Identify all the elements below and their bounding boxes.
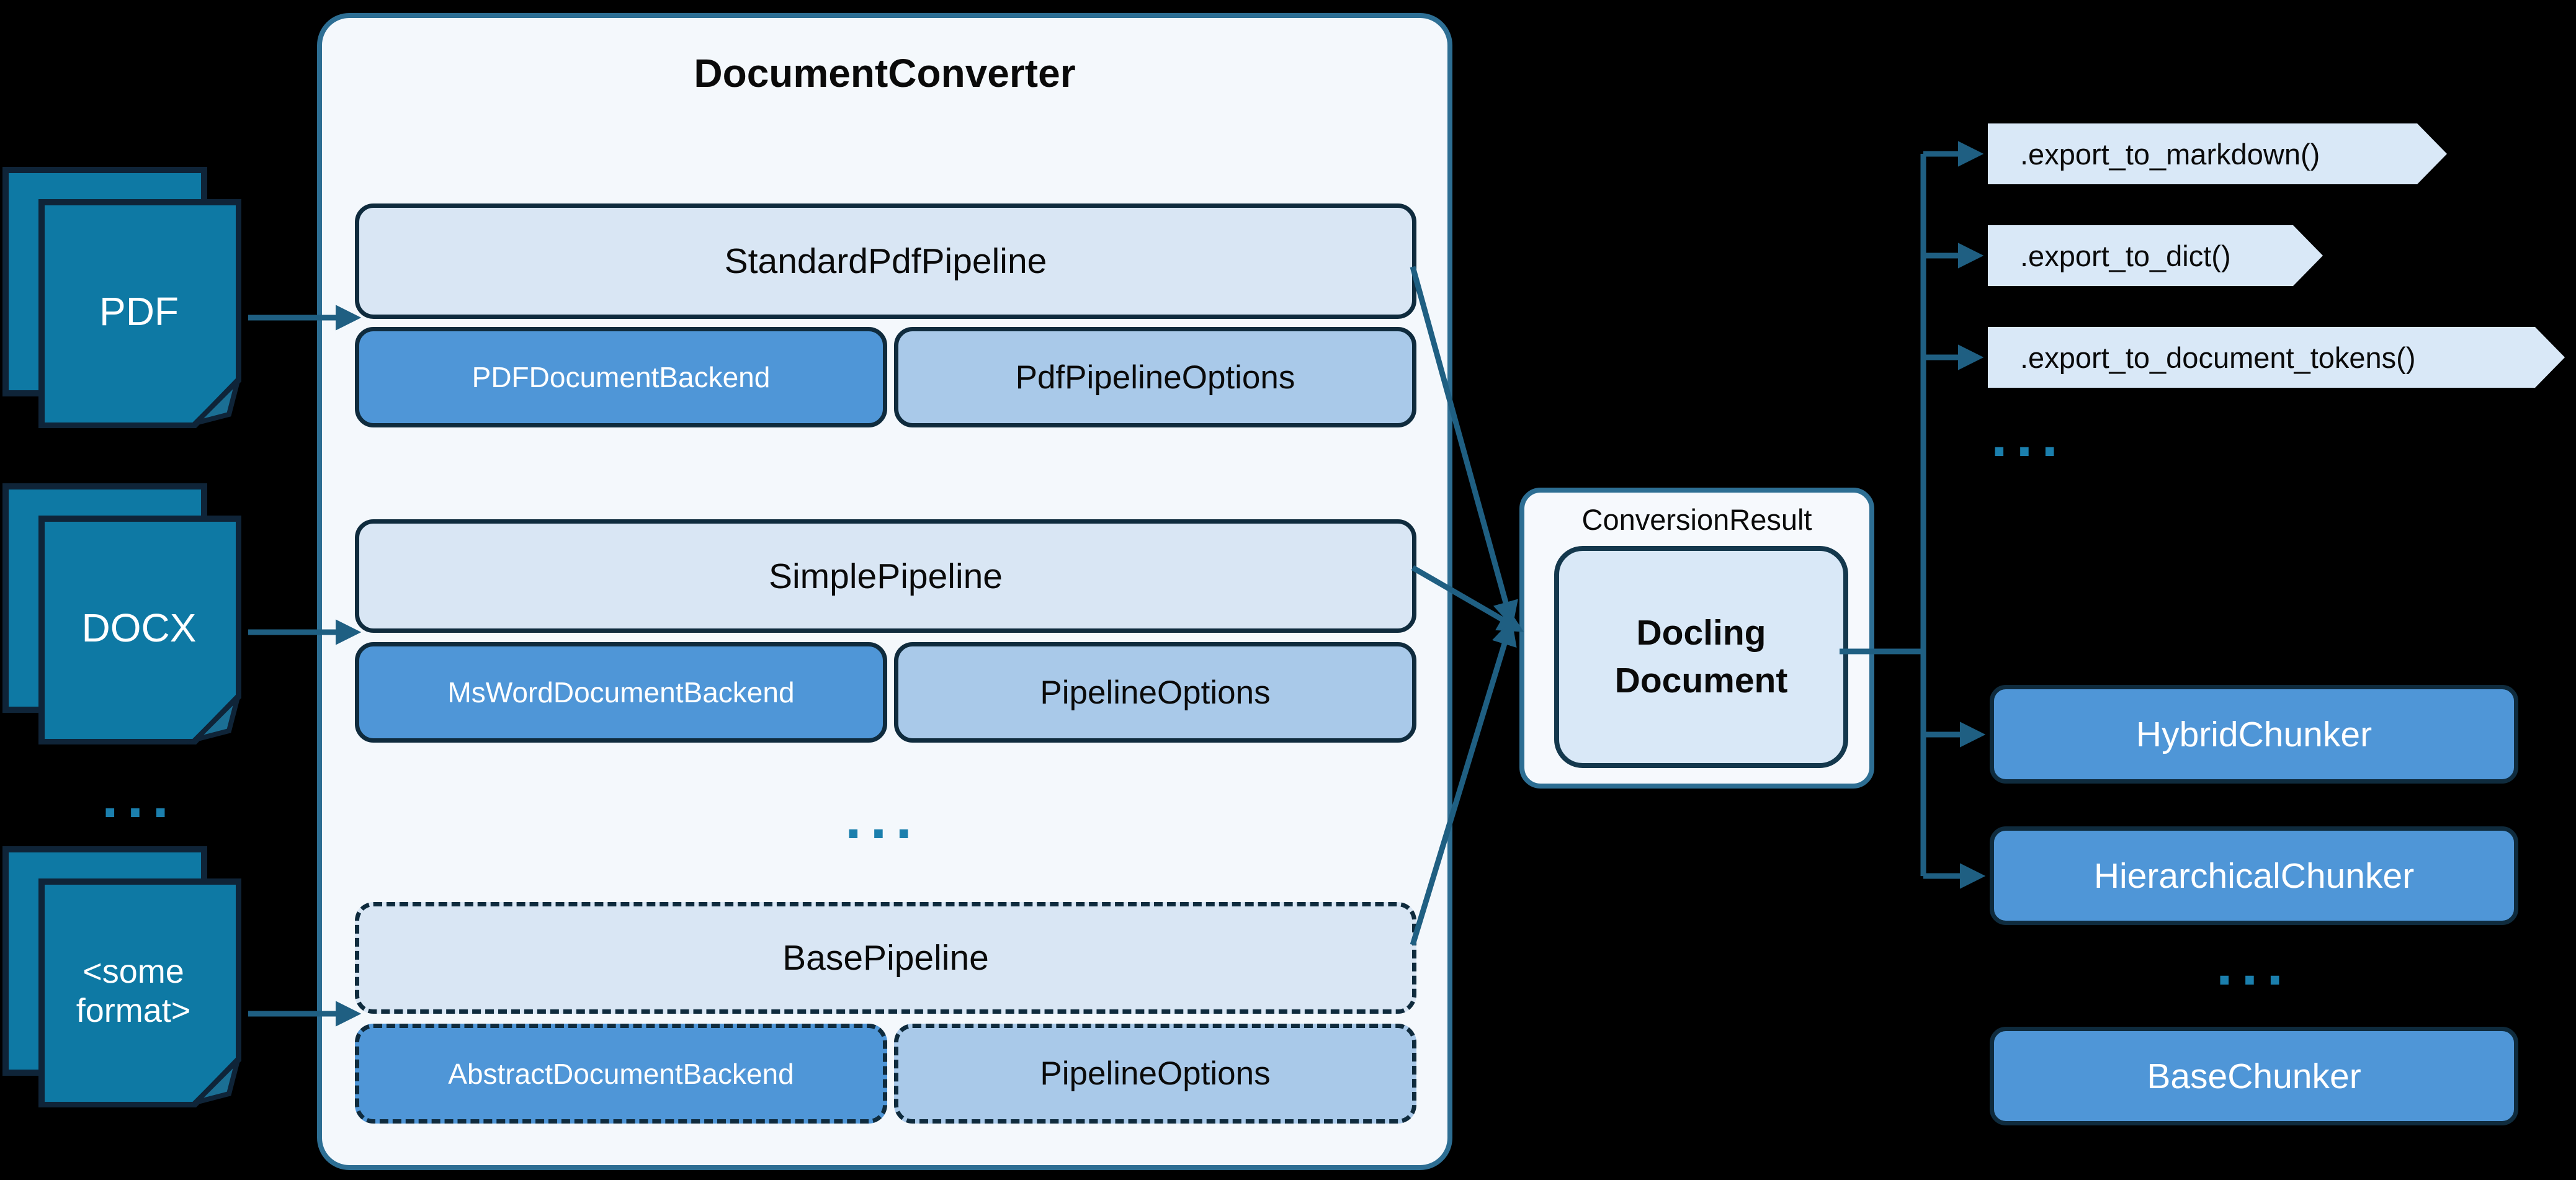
fold-corner [187, 1052, 243, 1107]
msword-document-backend-box: MsWordDocumentBackend [355, 642, 887, 743]
base-chunker-box: BaseChunker [1990, 1027, 2518, 1125]
pipelines-ellipsis: ... [844, 785, 921, 851]
some-format-label: <some format> [76, 953, 191, 1029]
fold-corner [187, 689, 243, 744]
export-to-markdown-banner: .export_to_markdown() [1988, 123, 2447, 184]
docling-document-box: Docling Document [1554, 546, 1848, 768]
pdf-document-backend-box: PDFDocumentBackend [355, 327, 887, 427]
document-converter-container: DocumentConverter StandardPdfPipeline PD… [317, 13, 1452, 1170]
chunkers-ellipsis: ... [2216, 931, 2292, 998]
abstract-document-backend-box: AbstractDocumentBackend [355, 1024, 887, 1124]
hybrid-chunker-box: HybridChunker [1990, 685, 2518, 784]
abstract-pipeline-options-box: PipelineOptions [894, 1024, 1416, 1124]
pdf-document-icon: PDF [2, 166, 243, 431]
hierarchical-chunker-box: HierarchicalChunker [1990, 826, 2518, 925]
stacked-pages-icon [2, 167, 243, 429]
conversion-result-box: ConversionResult Docling Document [1519, 488, 1874, 789]
conversion-result-label: ConversionResult [1581, 503, 1812, 536]
pdf-pipeline-options-box: PdfPipelineOptions [894, 327, 1416, 427]
document-converter-title: DocumentConverter [694, 51, 1076, 96]
docx-document-icon: DOCX [2, 483, 243, 748]
exports-ellipsis: ... [1990, 403, 2067, 469]
export-to-dict-banner: .export_to_dict() [1988, 225, 2323, 286]
pdf-label: PDF [99, 288, 179, 334]
export-to-document-tokens-banner: .export_to_document_tokens() [1988, 327, 2565, 388]
stacked-pages-icon [2, 483, 243, 745]
sources-ellipsis: ... [101, 764, 177, 830]
simple-pipeline-box: SimplePipeline [355, 519, 1416, 633]
docx-label: DOCX [81, 605, 197, 650]
standard-pdf-pipeline-box: StandardPdfPipeline [355, 203, 1416, 319]
pipeline-options-box: PipelineOptions [894, 642, 1416, 743]
some-format-document-icon: <some format> [2, 846, 243, 1111]
base-pipeline-box: BasePipeline [355, 902, 1416, 1014]
stacked-pages-icon [2, 846, 243, 1108]
fold-corner [187, 372, 243, 428]
